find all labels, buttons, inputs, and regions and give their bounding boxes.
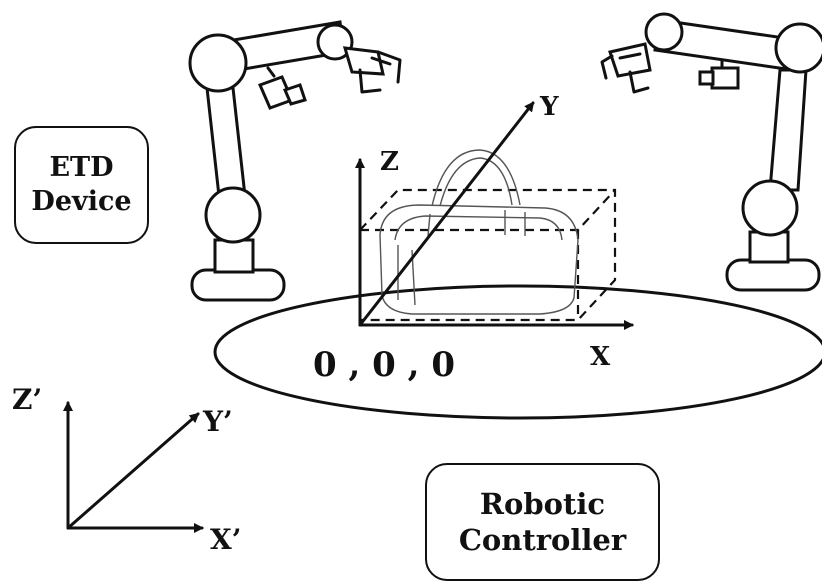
axis-label-y: Y <box>540 92 559 122</box>
origin-label: 0 , 0 , 0 <box>313 345 455 385</box>
etd-device-box: ETD Device <box>14 126 149 244</box>
prime-axes <box>63 401 204 533</box>
controller-line2: Controller <box>458 523 627 557</box>
gripper-icon <box>600 42 652 94</box>
etd-line2: Device <box>31 186 132 217</box>
controller-line1: Robotic <box>479 486 606 521</box>
etd-line1: ETD <box>49 152 114 184</box>
robot-arm-left-icon <box>188 20 402 302</box>
platform-ellipse <box>213 284 822 420</box>
camera-icon <box>698 58 740 90</box>
gripper-icon <box>342 46 402 94</box>
main-axes <box>355 101 634 330</box>
camera-icon <box>257 66 307 110</box>
axis-label-z-prime: Z’ <box>12 383 43 416</box>
robot-arm-right-icon <box>600 12 822 292</box>
robotic-controller-box: Robotic Controller <box>425 463 660 581</box>
axis-label-y-prime: Y’ <box>203 405 233 438</box>
axis-label-x: X <box>590 342 611 372</box>
axis-label-z: Z <box>380 147 399 177</box>
axis-label-x-prime: X’ <box>210 523 242 556</box>
